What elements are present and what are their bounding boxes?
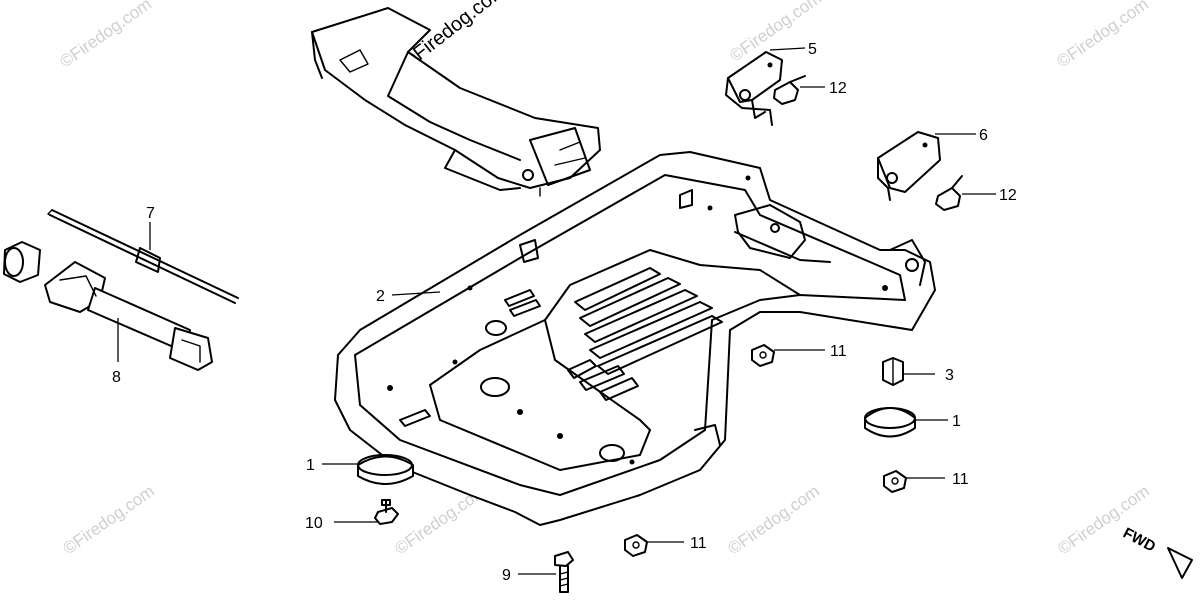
callout-1: 1 xyxy=(952,413,961,430)
callout-11: 11 xyxy=(690,535,707,552)
watermark: ©Firedog.com xyxy=(59,481,158,558)
bolt-12-lower xyxy=(935,175,963,211)
nut-11-b xyxy=(883,470,907,493)
callout-5: 5 xyxy=(808,41,817,58)
socket-wrench xyxy=(3,241,213,371)
bolt-12-upper xyxy=(773,75,806,105)
bracket-6 xyxy=(877,131,941,201)
tray-slots xyxy=(399,267,723,427)
callout-10: 10 xyxy=(305,515,323,532)
fwd-direction-arrow: FWD xyxy=(1120,525,1193,579)
callout-6: 6 xyxy=(979,127,988,144)
watermark: ©Firedog.com xyxy=(1053,0,1152,71)
upper-bracket xyxy=(311,7,601,197)
callout-2: 2 xyxy=(376,288,385,305)
callouts: 5 12 6 12 7 2 8 11 3 1 1 11 10 11 9 xyxy=(112,41,1017,584)
bolt-9 xyxy=(554,551,574,593)
fwd-label: FWD xyxy=(1120,525,1158,556)
nut-11-c xyxy=(624,534,648,557)
callout-7: 7 xyxy=(146,205,155,222)
bracket-5 xyxy=(725,51,783,126)
screwdriver xyxy=(47,209,239,304)
bolt-10 xyxy=(374,499,399,525)
nut-11-a xyxy=(751,344,775,367)
watermark: ©Firedog.com xyxy=(724,481,823,558)
callout-11: 11 xyxy=(952,471,969,488)
callout-12: 12 xyxy=(829,80,847,97)
callout-8: 8 xyxy=(112,369,121,386)
callout-1: 1 xyxy=(306,457,315,474)
callout-9: 9 xyxy=(502,567,511,584)
callout-12: 12 xyxy=(999,187,1017,204)
collar-3 xyxy=(882,357,904,386)
grommet-1-left xyxy=(357,454,414,485)
battery-tray xyxy=(334,151,936,526)
grommet-1-right xyxy=(864,407,916,438)
callout-3: 3 xyxy=(945,367,954,384)
watermark: ©Firedog.com xyxy=(56,0,155,71)
callout-11: 11 xyxy=(830,343,847,360)
